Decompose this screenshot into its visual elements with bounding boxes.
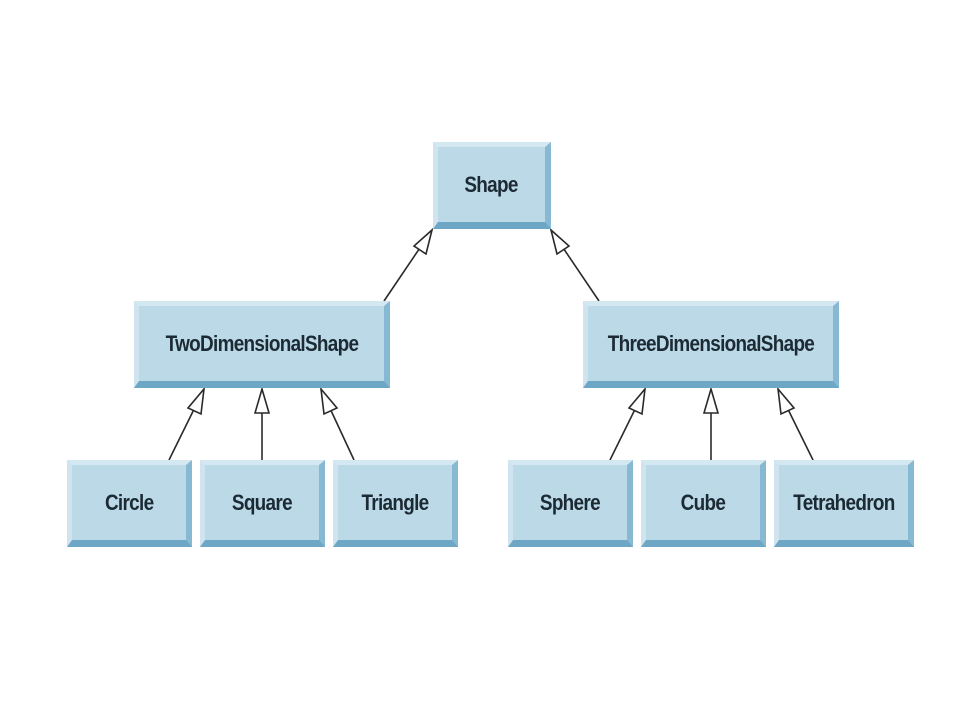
node-square: Square — [200, 460, 325, 547]
node-label: Shape — [464, 171, 519, 197]
arrow-square-to-two — [253, 386, 271, 460]
node-label: Square — [231, 489, 293, 515]
node-label: ThreeDimensionalShape — [607, 330, 814, 356]
node-label: Circle — [104, 489, 154, 515]
node-tetrahedron: Tetrahedron — [774, 460, 914, 547]
node-sphere: Sphere — [508, 460, 633, 547]
node-shape: Shape — [433, 142, 551, 229]
arrow-triangle-to-two — [319, 386, 355, 461]
node-two-dimensional-shape: TwoDimensionalShape — [134, 301, 390, 388]
node-label: Cube — [680, 489, 726, 515]
node-label: Sphere — [539, 489, 601, 515]
arrow-tetrahedron-to-three — [776, 386, 814, 461]
node-label: Tetrahedron — [792, 489, 895, 515]
node-triangle: Triangle — [333, 460, 458, 547]
arrow-two-to-shape — [383, 227, 434, 302]
arrow-three-to-shape — [549, 227, 600, 302]
node-three-dimensional-shape: ThreeDimensionalShape — [583, 301, 839, 388]
arrow-circle-to-two — [168, 386, 206, 461]
node-cube: Cube — [641, 460, 766, 547]
arrow-sphere-to-three — [609, 386, 647, 461]
arrow-cube-to-three — [702, 386, 720, 460]
node-label: TwoDimensionalShape — [165, 330, 358, 356]
node-label: Triangle — [361, 489, 429, 515]
node-circle: Circle — [67, 460, 192, 547]
